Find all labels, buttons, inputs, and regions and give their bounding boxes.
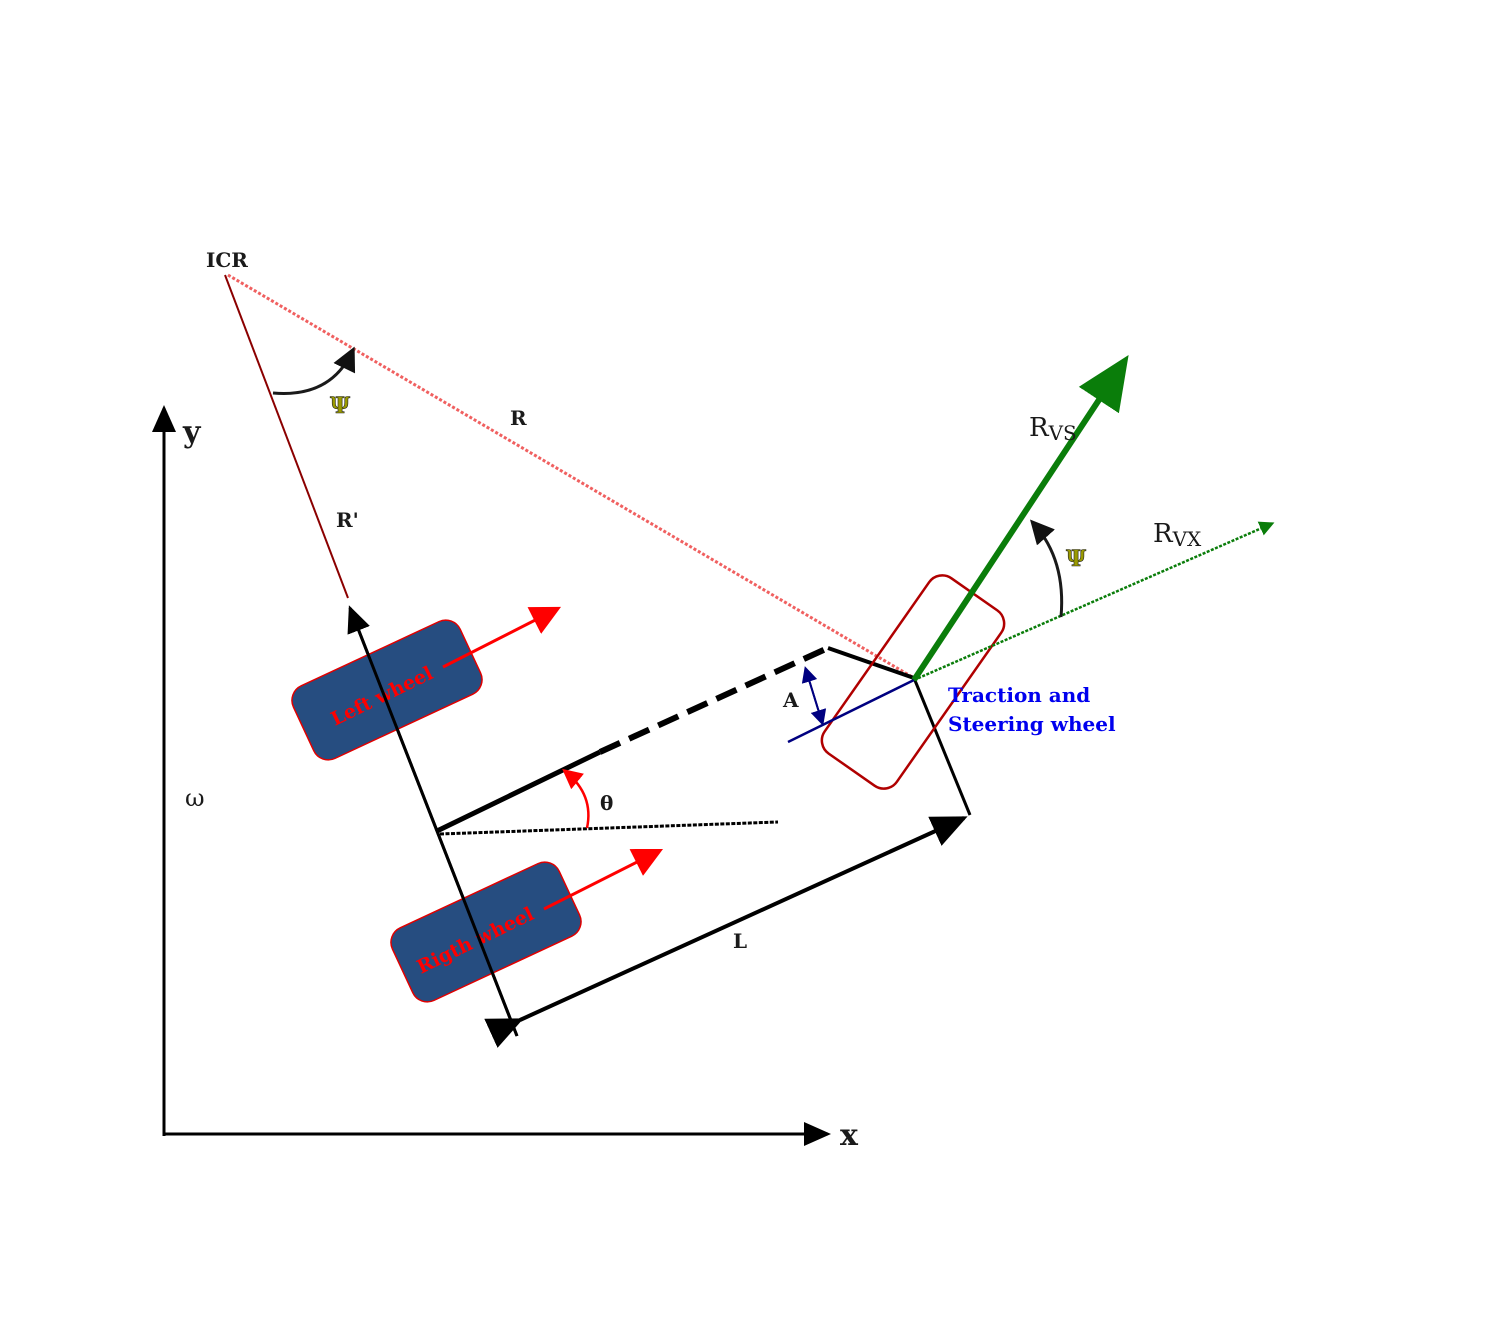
a-dimension-arrow: [801, 666, 827, 726]
front-drop-line: [912, 677, 972, 816]
steering-wheel: [820, 574, 1006, 790]
l-dimension-arrow: [484, 816, 968, 1048]
r-prime-label: R': [336, 508, 359, 532]
left-wheel-arrow: [442, 606, 562, 669]
front-link-line: [827, 646, 915, 680]
rvx-label: RVX: [1153, 519, 1202, 551]
traction-label-line1: Traction and: [948, 683, 1090, 707]
a-label: A: [782, 688, 799, 712]
left-wheel: [291, 619, 483, 761]
traction-label-line2: Steering wheel: [948, 712, 1116, 736]
psi-label-front: Ψ: [1066, 546, 1086, 572]
rvs-vector: [911, 354, 1129, 682]
body-solid-line: [435, 749, 602, 834]
theta-label: θ: [600, 791, 613, 815]
y-axis-label: y: [182, 415, 202, 450]
icr-label: ICR: [206, 248, 248, 272]
omega-label: ω: [185, 784, 205, 812]
rear-axle-overlay: [348, 607, 519, 1037]
x-axis-label: x: [840, 1118, 859, 1153]
psi-arc-icr: [272, 346, 356, 395]
reference-dotted-line: [439, 820, 779, 836]
steering-axis-line: [787, 678, 915, 744]
rvx-vector: [913, 521, 1275, 682]
psi-label-top: Ψ: [330, 393, 350, 419]
right-wheel-arrow: [543, 848, 664, 911]
psi-arc-front: [1030, 519, 1064, 618]
body-dashed-line: [598, 645, 830, 755]
rvs-label: RVS: [1029, 413, 1077, 445]
l-label: L: [733, 929, 747, 953]
r-label: R: [510, 406, 527, 430]
right-wheel: [390, 861, 582, 1003]
theta-arc: [562, 768, 590, 829]
radius-r-line: [227, 273, 915, 680]
radius-r-prime-line: [224, 274, 349, 599]
